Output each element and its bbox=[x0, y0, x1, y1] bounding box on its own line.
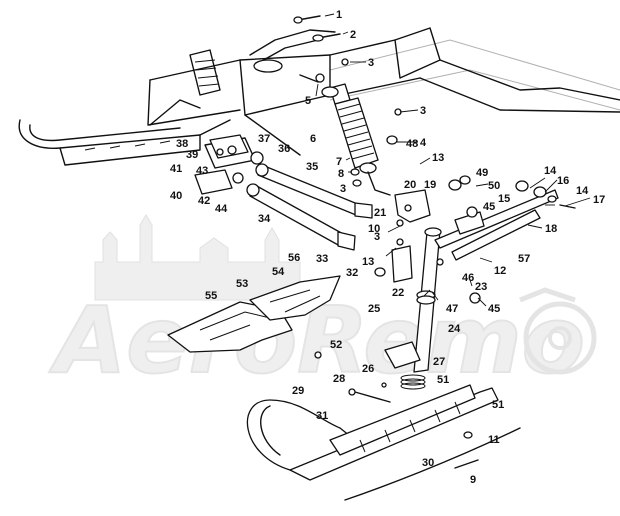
callout-30: 30 bbox=[422, 457, 434, 469]
callout-39: 39 bbox=[186, 149, 198, 161]
callout-13b: 13 bbox=[362, 256, 374, 268]
callout-46: 46 bbox=[462, 272, 474, 284]
callout-16: 16 bbox=[557, 175, 569, 187]
callout-9: 9 bbox=[470, 474, 476, 486]
callout-12: 12 bbox=[494, 265, 506, 277]
callout-29: 29 bbox=[292, 385, 304, 397]
callout-labels: 1 2 3 3 4 5 6 7 8 3 3 9 10 11 12 13 13 1… bbox=[170, 9, 605, 486]
callout-3b: 3 bbox=[420, 105, 426, 117]
callout-51b: 51 bbox=[492, 399, 504, 411]
callout-57: 57 bbox=[518, 253, 530, 265]
callout-34: 34 bbox=[258, 213, 271, 225]
hardware bbox=[293, 15, 557, 266]
callout-15: 15 bbox=[498, 193, 510, 205]
callout-49: 49 bbox=[476, 167, 488, 179]
callout-31: 31 bbox=[316, 410, 328, 422]
chassis-frame bbox=[18, 27, 620, 169]
callout-19: 19 bbox=[424, 179, 436, 191]
callout-13a: 13 bbox=[432, 152, 444, 164]
callout-2: 2 bbox=[350, 29, 356, 41]
callout-45a: 45 bbox=[483, 201, 495, 213]
callout-40: 40 bbox=[170, 190, 182, 202]
callout-3a: 3 bbox=[368, 57, 374, 69]
callout-36: 36 bbox=[278, 143, 290, 155]
callout-41: 41 bbox=[170, 163, 182, 175]
callout-5: 5 bbox=[305, 95, 311, 107]
callout-42: 42 bbox=[198, 195, 210, 207]
radius-rods bbox=[194, 134, 373, 251]
callout-47: 47 bbox=[446, 303, 458, 315]
callout-3c: 3 bbox=[340, 183, 346, 195]
callout-32: 32 bbox=[346, 267, 358, 279]
callout-51a: 51 bbox=[437, 374, 449, 386]
callout-44: 44 bbox=[215, 203, 228, 215]
callout-6: 6 bbox=[310, 133, 316, 145]
callout-17: 17 bbox=[593, 194, 605, 206]
callout-43: 43 bbox=[196, 165, 208, 177]
callout-53: 53 bbox=[236, 278, 248, 290]
callout-10: 10 bbox=[368, 223, 380, 235]
callout-35: 35 bbox=[306, 161, 318, 173]
callout-14b: 14 bbox=[576, 185, 589, 197]
callout-38: 38 bbox=[176, 138, 188, 150]
shock-absorber bbox=[315, 73, 391, 196]
callout-1: 1 bbox=[336, 9, 342, 21]
callout-50: 50 bbox=[488, 180, 500, 192]
callout-4: 4 bbox=[420, 137, 427, 149]
callout-11: 11 bbox=[488, 434, 500, 446]
skid-plates bbox=[167, 275, 341, 359]
callout-21: 21 bbox=[374, 207, 386, 219]
callout-54: 54 bbox=[272, 266, 285, 278]
callout-56: 56 bbox=[288, 252, 300, 264]
callout-26: 26 bbox=[362, 363, 374, 375]
callout-14a: 14 bbox=[544, 165, 557, 177]
callout-52: 52 bbox=[330, 339, 342, 351]
callout-27: 27 bbox=[433, 356, 445, 368]
callout-28: 28 bbox=[333, 373, 345, 385]
callout-24: 24 bbox=[448, 323, 461, 335]
callout-23: 23 bbox=[475, 281, 487, 293]
callout-45b: 45 bbox=[488, 303, 500, 315]
front-ski bbox=[246, 382, 521, 501]
callout-22: 22 bbox=[392, 287, 404, 299]
callout-37: 37 bbox=[258, 133, 270, 145]
callout-25: 25 bbox=[368, 303, 380, 315]
spindle-assembly bbox=[374, 175, 576, 390]
callout-18: 18 bbox=[545, 223, 557, 235]
callout-3d: 3 bbox=[374, 231, 380, 243]
callout-8: 8 bbox=[338, 168, 344, 180]
callout-33: 33 bbox=[316, 253, 328, 265]
callout-55: 55 bbox=[205, 290, 217, 302]
callout-48: 48 bbox=[406, 138, 418, 150]
callout-7: 7 bbox=[336, 156, 342, 168]
leader-lines bbox=[315, 13, 591, 307]
callout-20: 20 bbox=[404, 179, 416, 191]
